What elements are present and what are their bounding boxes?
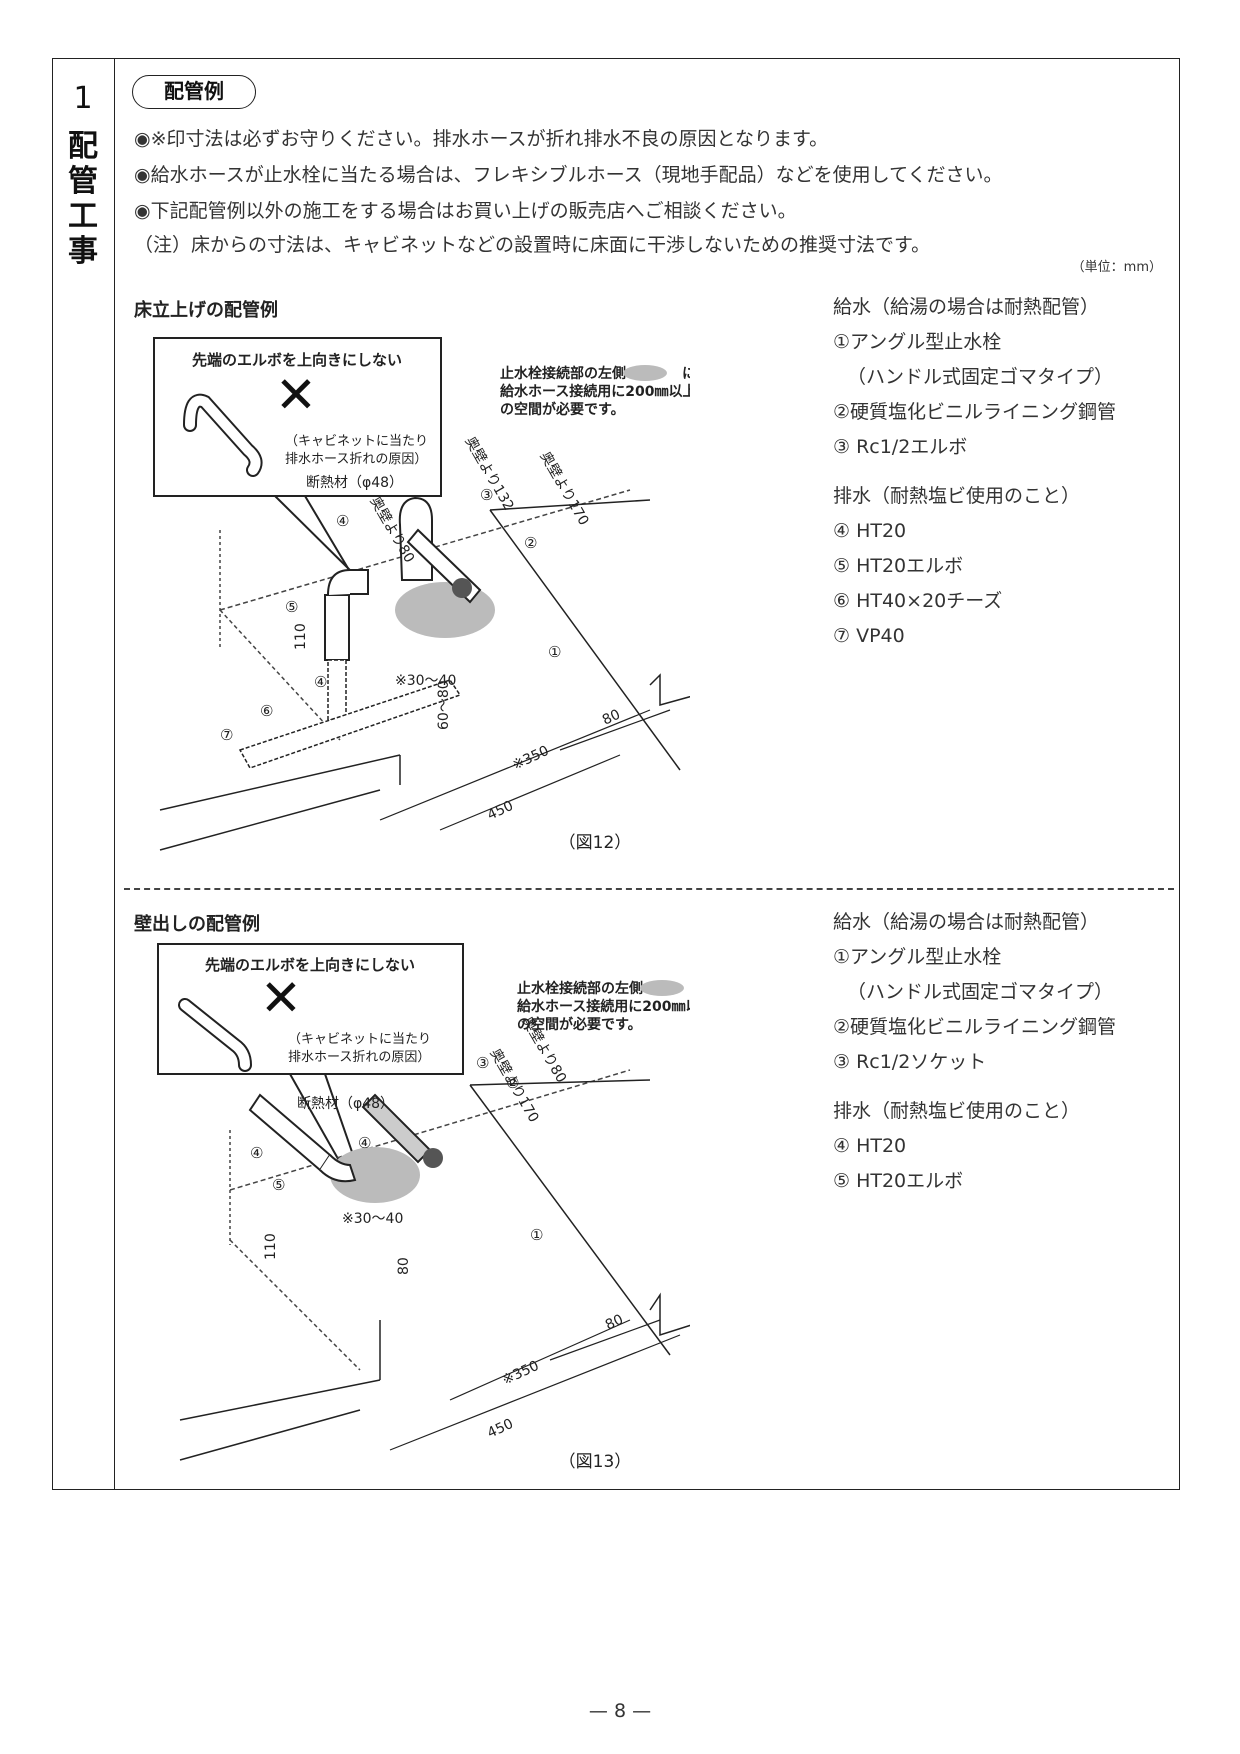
part-marker: ①	[548, 643, 561, 661]
warning-note: 排水ホース折れの原因）	[285, 452, 427, 467]
dimension-label: 断熱材（φ48）	[306, 475, 403, 491]
section-title-char: 工	[68, 199, 98, 234]
dimension-label: 80	[396, 1257, 412, 1275]
part-marker: ④	[336, 512, 349, 530]
space-note: の空間が必要です。	[500, 401, 625, 418]
part-marker: ⑦	[220, 726, 233, 744]
part-markers: ③ ② ① ④ ④ ⑤	[250, 1054, 543, 1244]
note-line: ◉下記配管例以外の施工をする場合はお買い上げの販売店へご相談ください。	[134, 200, 797, 222]
legend-item: ①アングル型止水栓	[833, 946, 1002, 968]
stop-valve	[423, 1148, 443, 1168]
dim-labels: 断熱材（φ48） 奥壁より80 奥壁より170 110 ※30～40 80 80…	[263, 1014, 626, 1442]
figure-caption: （図12）	[559, 833, 632, 853]
drain-tee	[238, 679, 462, 769]
section-number: 1	[73, 81, 93, 116]
dimension-label: 奥壁より170	[537, 449, 593, 529]
dimension-label: 60～80	[436, 680, 452, 730]
note-line: ◉※印寸法は必ずお守りください。排水ホースが折れ排水不良の原因となります。	[134, 128, 829, 150]
space-marker	[623, 365, 667, 381]
legend-item: ⑤ HT20エルボ	[833, 555, 964, 577]
supply-socket	[361, 1093, 432, 1164]
space-marker	[640, 980, 684, 996]
part-marker: ①	[530, 1226, 543, 1244]
legend-title: 排水（耐熱塩ビ使用のこと）	[833, 1100, 1081, 1122]
legend-item: ⑥ HT40×20チーズ	[833, 590, 1003, 612]
part-markers: ③ ② ① ④ ⑤ ④ ⑥ ⑦	[220, 486, 561, 744]
space-note: 給水ホース接続用に200㎜以上	[500, 383, 690, 400]
legend-item: （ハンドル式固定ゴマタイプ）	[847, 981, 1114, 1003]
dimension-label: ※30～40	[395, 673, 456, 689]
legend-item: ⑦ VP40	[833, 625, 905, 647]
note-line: （注）床からの寸法は、キャビネットなどの設置時に床面に干渉しないための推奨寸法で…	[134, 234, 931, 256]
warning-note: 排水ホース折れの原因）	[288, 1050, 430, 1065]
figure-subheading: 床立上げの配管例	[134, 300, 278, 321]
legend-item: ③ Rc1/2エルボ	[833, 436, 968, 458]
figure-13-diagram: 先端のエルボを上向きにしない ✕ （キャビネットに当たり 排水ホース折れの原因）…	[157, 943, 690, 1472]
figure-subheading: 壁出しの配管例	[134, 914, 260, 935]
dimension-label: 450	[485, 1416, 516, 1442]
drain-pipe	[324, 594, 350, 661]
legend-title: 排水（耐熱塩ビ使用のこと）	[833, 485, 1081, 507]
space-note: の空間が必要です。	[517, 1016, 642, 1033]
warning-note: （キャビネットに当たり	[288, 1032, 431, 1047]
stop-valve	[452, 578, 472, 598]
callout-line	[304, 495, 356, 581]
warning-title: 先端のエルボを上向きにしない	[192, 351, 402, 369]
part-marker: ④	[250, 1144, 263, 1162]
part-marker: ③	[476, 1054, 489, 1072]
page-number: — 8 —	[588, 1700, 652, 1722]
part-marker: ②	[524, 534, 537, 552]
space-area	[330, 1147, 420, 1203]
figure-caption: （図13）	[559, 1452, 632, 1472]
section-title-char: 配	[68, 129, 98, 164]
figure-12-legend: 給水（給湯の場合は耐熱配管） ①アングル型止水栓 （ハンドル式固定ゴマタイプ） …	[833, 290, 1116, 654]
dimension-label: 断熱材（φ48）	[297, 1096, 394, 1112]
cross-mark: ✕	[260, 969, 302, 1027]
drain-elbow	[327, 569, 369, 596]
unit-label: （単位：mm）	[1071, 260, 1162, 275]
legend-item: ③ Rc1/2ソケット	[833, 1051, 987, 1073]
section-title-char: 管	[68, 164, 98, 199]
warning-box	[153, 337, 442, 497]
section-title: 配 管 工 事	[65, 129, 101, 269]
dimension-label: 110	[263, 1233, 279, 1260]
part-marker: ④	[314, 673, 327, 691]
part-marker: ⑤	[285, 598, 298, 616]
figure-13-legend: 給水（給湯の場合は耐熱配管） ①アングル型止水栓 （ハンドル式固定ゴマタイプ） …	[833, 905, 1116, 1199]
warning-title: 先端のエルボを上向きにしない	[205, 956, 415, 974]
warning-note: （キャビネットに当たり	[285, 434, 428, 449]
part-marker: ④	[358, 1134, 371, 1152]
legend-title: 給水（給湯の場合は耐熱配管）	[833, 911, 1100, 933]
part-marker: ③	[480, 486, 493, 504]
dimension-label: 450	[485, 798, 516, 824]
legend-item: ②硬質塩化ビニルライニング鋼管	[833, 401, 1117, 423]
legend-item: ①アングル型止水栓	[833, 331, 1002, 353]
figure-divider	[124, 888, 1174, 890]
section-title-char: 事	[68, 234, 98, 269]
dimension-label: 80	[603, 1312, 626, 1334]
legend-item: ④ HT20	[833, 1135, 907, 1157]
dimension-label: ※30～40	[342, 1211, 403, 1227]
dimension-label: 110	[293, 623, 309, 650]
space-note: 給水ホース接続用に200㎜以上	[517, 998, 690, 1015]
legend-item: ④ HT20	[833, 520, 907, 542]
content-frame: 1 配 管 工 事	[52, 58, 1180, 1490]
figure-12-diagram: 先端のエルボを上向きにしない ✕ （キャビネットに当たり 排水ホース折れの原因）…	[153, 337, 690, 853]
part-marker: ⑥	[260, 702, 273, 720]
part-marker: ②	[506, 1074, 519, 1092]
legend-item: ⑤ HT20エルボ	[833, 1170, 964, 1192]
section-sidebar: 1 配 管 工 事	[53, 59, 115, 1489]
warning-box	[157, 943, 464, 1075]
legend-title: 給水（給湯の場合は耐熱配管）	[833, 296, 1100, 318]
note-line: ◉給水ホースが止水栓に当たる場合は、フレキシブルホース（現地手配品）などを使用し…	[134, 164, 1003, 186]
heading-pill: 配管例	[132, 75, 256, 109]
drain-elbow	[319, 1154, 357, 1183]
legend-item: ②硬質塩化ビニルライニング鋼管	[833, 1016, 1117, 1038]
legend-item: （ハンドル式固定ゴマタイプ）	[847, 366, 1114, 388]
part-marker: ⑤	[272, 1176, 285, 1194]
cross-mark: ✕	[275, 366, 317, 424]
